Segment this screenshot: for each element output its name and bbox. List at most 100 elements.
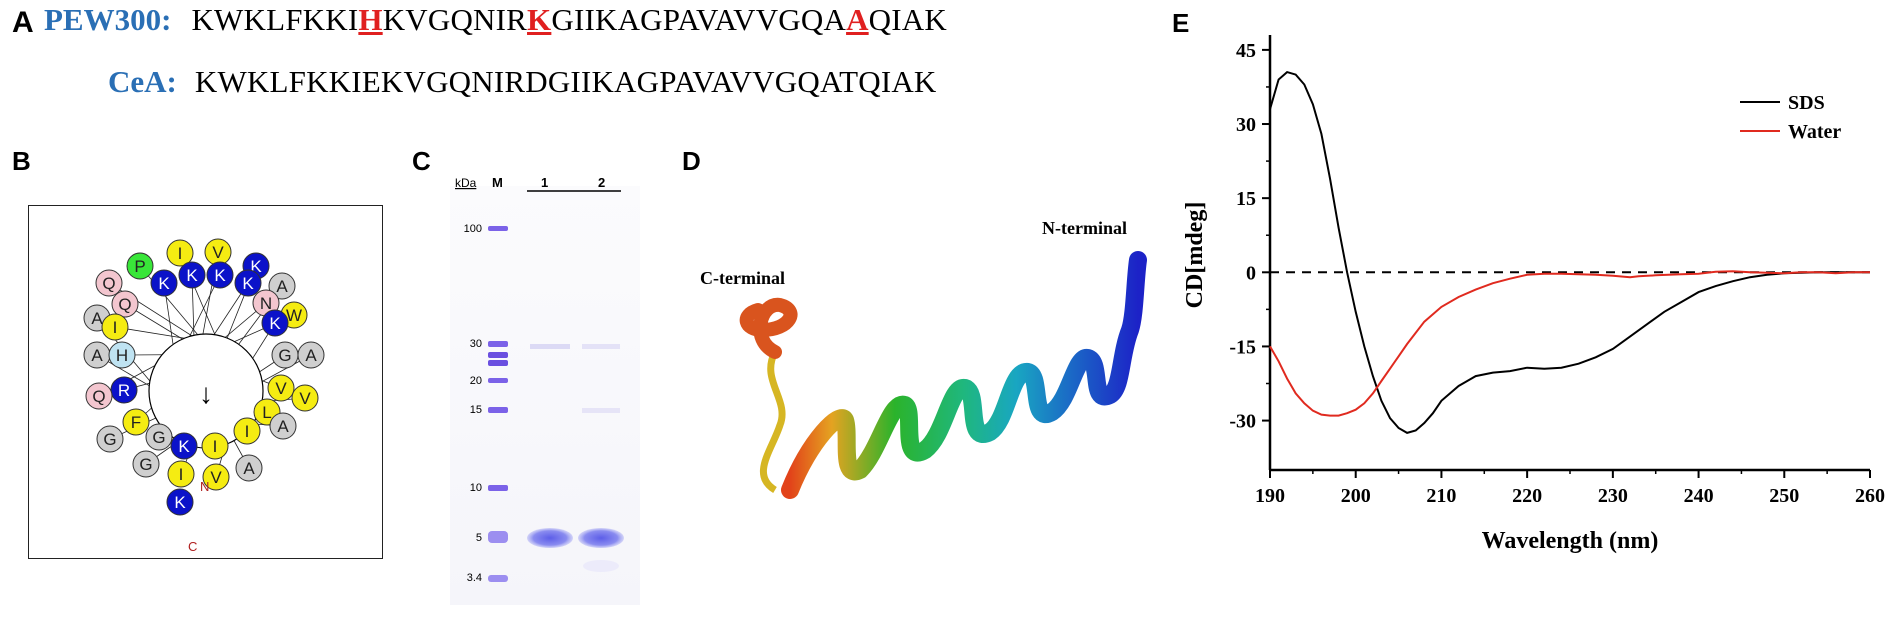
wheel-residue: V: [291, 384, 319, 412]
residue-circle: [96, 425, 124, 453]
wheel-residue: G: [96, 425, 124, 453]
residue-circle: [95, 269, 123, 297]
c-terminus-marker: C: [188, 539, 197, 554]
wheel-residue: K: [234, 269, 262, 297]
residue-circle: [206, 261, 234, 289]
wheel-residue: A: [235, 454, 263, 482]
series-line-sds: [1269, 70, 1870, 434]
c-terminal-label: C-terminal: [700, 268, 785, 288]
n-terminal-label: N-terminal: [1042, 218, 1127, 238]
mutated-residue: H: [358, 2, 383, 37]
residue-letter: R: [118, 381, 130, 400]
sample-lanes: [527, 344, 624, 572]
residue-letter: Q: [102, 274, 115, 293]
n-terminus-marker: N: [200, 479, 209, 494]
sequence-text: KWKLFKKIEKVGQNIRDGIIKAGPAVAVVGQATQIAK: [195, 64, 937, 99]
y-tick-label: 0: [1246, 262, 1256, 284]
series-line-water: [1269, 270, 1870, 417]
mutated-residue: A: [846, 2, 869, 37]
wheel-residue: K: [166, 488, 194, 516]
sequence-segment: QIAK: [868, 2, 947, 37]
x-tick-label: 200: [1341, 485, 1371, 507]
residue-circle: [170, 432, 198, 460]
lane-1-band-5kda: [527, 528, 573, 548]
residue-circle: [291, 384, 319, 412]
ladder-band: [488, 485, 508, 491]
sds-page-gel: kDa M 1 2 100 30 20 15 10 5 3.4: [450, 175, 640, 605]
faint-smear: [583, 560, 619, 572]
residue-letter: L: [262, 403, 271, 422]
c-term-coil: [760, 350, 786, 493]
residue-circle: [111, 290, 139, 318]
residue-circle: [267, 374, 295, 402]
residue-circle: [122, 408, 150, 436]
panel-d-label: D: [682, 146, 701, 176]
residue-letter: K: [158, 274, 170, 293]
c-term-helix-turn: [739, 297, 798, 359]
y-tick-label: 45: [1236, 40, 1256, 62]
residue-letter: Q: [118, 295, 131, 314]
y-tick-label: -15: [1229, 336, 1256, 358]
ladder-band: [488, 575, 508, 582]
ladder-label: 30: [470, 338, 482, 350]
ladder-label: 100: [464, 223, 482, 235]
residue-letter: W: [286, 306, 302, 325]
sequence-name: PEW300:: [44, 2, 172, 37]
sequence-segment: KVGQNIR: [382, 2, 528, 37]
sequence-segment: GIIKAGPAVAVVGQA: [551, 2, 847, 37]
gel-image: kDa M 1 2 100 30 20 15 10 5 3.4: [450, 160, 640, 605]
wheel-residue: G: [132, 450, 160, 478]
wheel-residue: K: [261, 309, 289, 337]
ladder-band: [488, 352, 508, 358]
residue-letter: K: [186, 266, 198, 285]
residue-letter: I: [245, 422, 250, 441]
x-tick-label: 240: [1684, 485, 1714, 507]
sequence-segment: KWKLFKKIEKVGQNIRDGIIKAGPAVAVVGQATQIAK: [194, 64, 937, 99]
wheel-residue: R: [110, 376, 138, 404]
x-tick-label: 220: [1512, 485, 1542, 507]
panel-c-label: C: [412, 146, 431, 176]
residue-letter: I: [213, 437, 218, 456]
ribbon-backbone: [739, 251, 1147, 499]
residue-letter: H: [116, 346, 128, 365]
residue-letter: V: [210, 468, 222, 487]
residue-letter: G: [139, 455, 152, 474]
ladder-band: [488, 531, 508, 543]
gel-unit-label: kDa: [455, 176, 477, 190]
wheel-residue: Q: [95, 269, 123, 297]
ladder-label: 15: [470, 404, 482, 416]
residue-circle: [201, 432, 229, 460]
panel-e-label: E: [1172, 8, 1190, 38]
ladder-band: [488, 378, 508, 383]
wheel-residue: H: [108, 341, 136, 369]
ladder-bands: [488, 226, 508, 582]
legend-label: SDS: [1788, 92, 1825, 114]
residue-circle: [132, 450, 160, 478]
wheel-residue: V: [204, 238, 232, 266]
sequence-row-pew300: PEW300: KWKLFKKIHKVGQNIRKGIIKAGPAVAVVGQA…: [44, 2, 947, 38]
sequence-text: KWKLFKKIHKVGQNIRKGIIKAGPAVAVVGQAAQIAK: [191, 2, 947, 37]
residue-letter: K: [269, 314, 281, 333]
sequence-row-cea: CeA: KWKLFKKIEKVGQNIRDGIIKAGPAVAVVGQATQI…: [108, 64, 937, 100]
sequence-segment: KWKLFKKI: [191, 2, 359, 37]
wheel-residue: A: [268, 272, 296, 300]
faint-band: [582, 344, 620, 349]
residue-circle: [269, 412, 297, 440]
residue-circle: [101, 313, 129, 341]
lane-2-label: 2: [598, 175, 605, 190]
y-tick-label: 15: [1236, 188, 1256, 210]
residue-circle: [126, 252, 154, 280]
y-axis-label: CD[mdeg]: [1182, 202, 1208, 309]
residue-circle: [150, 269, 178, 297]
wheel-residue: I: [233, 417, 261, 445]
residue-letter: I: [178, 244, 183, 263]
residue-circle: [261, 309, 289, 337]
wheel-residue: P: [126, 252, 154, 280]
wheel-residue: A: [297, 341, 325, 369]
ladder-band: [488, 341, 508, 347]
x-tick-label: 260: [1855, 485, 1885, 507]
